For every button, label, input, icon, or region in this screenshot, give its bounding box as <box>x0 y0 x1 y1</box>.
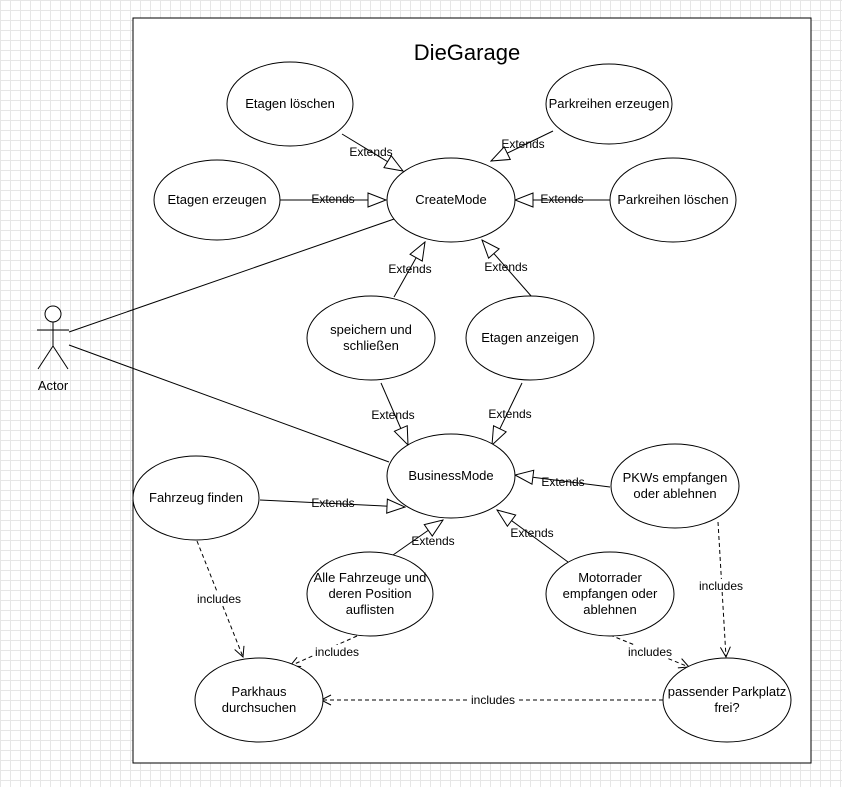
use-case-label-line: frei? <box>714 700 739 715</box>
use-case-etagen-erzeugen[interactable] <box>153 159 281 241</box>
label-includes: includes <box>628 645 672 659</box>
use-case-label-line: Parkreihen löschen <box>617 192 728 207</box>
use-case-label-line: ablehnen <box>583 602 637 617</box>
use-case-label-line: Alle Fahrzeuge und <box>314 570 427 585</box>
use-case-label-line: speichern und <box>330 322 412 337</box>
use-case-label: Parkreihen löschen <box>617 192 728 207</box>
label-extends: Extends <box>541 475 584 489</box>
use-case-businessmode[interactable] <box>386 433 516 519</box>
extends-edge-speichern-business <box>380 382 408 445</box>
actor-icon <box>37 305 69 370</box>
extends-edge-speichern-create <box>393 242 425 298</box>
label-extends: Extends <box>311 192 354 206</box>
use-case-label: Etagen erzeugen <box>167 192 266 207</box>
actor-label: Actor <box>38 378 69 393</box>
use-case-label: Parkreihen erzeugen <box>549 96 670 111</box>
use-case-label-line: deren Position <box>328 586 411 601</box>
use-case-label-line: Fahrzeug finden <box>149 490 243 505</box>
label-extends: Extends <box>371 408 414 422</box>
extends-edge-parkreihen-erzeugen <box>491 130 554 161</box>
use-case-label-line: Etagen löschen <box>245 96 335 111</box>
system-title: DieGarage <box>414 40 520 65</box>
label-includes: includes <box>471 693 515 707</box>
extends-edge-motorrader <box>497 510 569 563</box>
use-case-label-line: Motorrader <box>578 570 642 585</box>
label-extends: Extends <box>540 192 583 206</box>
label-extends: Extends <box>388 262 431 276</box>
label-extends: Extends <box>349 145 392 159</box>
use-case-label-line: CreateMode <box>415 192 487 207</box>
use-case-parkreihen-loeschen[interactable] <box>609 157 737 243</box>
use-case-speichern-schliessen[interactable] <box>306 295 436 381</box>
label-includes: includes <box>197 592 241 606</box>
use-case-label-line: schließen <box>343 338 399 353</box>
extends-edge-etagen-anzeigen-business <box>492 382 523 445</box>
label-extends: Extends <box>311 496 354 510</box>
use-case-motorrader[interactable] <box>545 551 675 637</box>
extends-edge-etagen-anzeigen-create <box>482 240 533 298</box>
use-case-label-line: Parkreihen erzeugen <box>549 96 670 111</box>
label-includes: includes <box>699 579 743 593</box>
use-case-label-line: PKWs empfangen <box>623 470 728 485</box>
extends-edge-pkws <box>515 475 611 488</box>
use-case-label-line: BusinessMode <box>408 468 493 483</box>
use-case-parkreihen-erzeugen[interactable] <box>545 63 673 145</box>
use-case-pkws[interactable] <box>610 443 740 529</box>
use-case-label: Fahrzeug finden <box>149 490 243 505</box>
use-case-label-line: Parkhaus <box>232 684 287 699</box>
use-case-label-line: Etagen erzeugen <box>167 192 266 207</box>
use-case-label: Etagen löschen <box>245 96 335 111</box>
label-extends: Extends <box>411 534 454 548</box>
use-case-label-line: passender Parkplatz <box>668 684 787 699</box>
use-case-etagen-anzeigen[interactable] <box>465 295 595 381</box>
label-extends: Extends <box>501 137 544 151</box>
use-case-etagen-loeschen[interactable] <box>226 61 354 147</box>
use-case-passender-parkplatz[interactable] <box>662 657 792 743</box>
use-case-createmode[interactable] <box>386 157 516 243</box>
use-case-label: CreateMode <box>415 192 487 207</box>
use-case-label: Etagen anzeigen <box>481 330 579 345</box>
use-case-label: BusinessMode <box>408 468 493 483</box>
use-case-alle-fahrzeuge[interactable] <box>306 551 434 637</box>
use-case-label-line: Etagen anzeigen <box>481 330 579 345</box>
use-case-parkhaus[interactable] <box>194 657 324 743</box>
label-extends: Extends <box>488 407 531 421</box>
label-includes: includes <box>315 645 359 659</box>
label-extends: Extends <box>510 526 553 540</box>
use-case-label-line: oder ablehnen <box>633 486 716 501</box>
use-case-label-line: empfangen oder <box>563 586 658 601</box>
label-extends: Extends <box>484 260 527 274</box>
extends-edge-etagen-loeschen <box>341 133 403 171</box>
association-actor-businessmode <box>68 344 390 463</box>
use-case-label-line: auflisten <box>346 602 394 617</box>
extends-edge-fahrzeug-finden <box>259 500 405 507</box>
association-actor-createmode <box>68 217 398 333</box>
use-case-label-line: durchsuchen <box>222 700 296 715</box>
includes-edge-pkws-passender <box>717 521 726 657</box>
system-boundary <box>132 17 812 764</box>
use-case-fahrzeug-finden[interactable] <box>132 455 260 541</box>
